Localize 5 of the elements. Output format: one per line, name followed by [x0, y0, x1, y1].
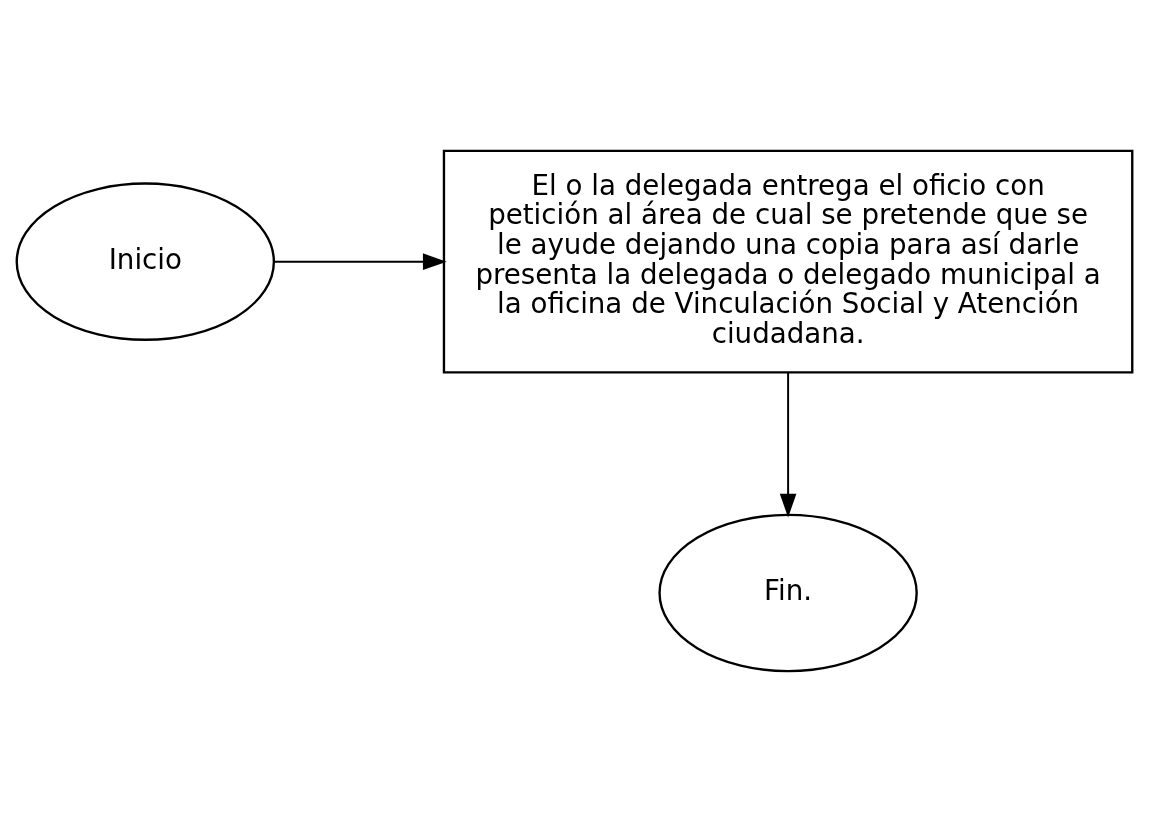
node-ellipse: Inicio: [15, 181, 276, 341]
node-ellipse: Fin.: [658, 513, 918, 672]
arrow: [779, 371, 797, 517]
node-box: El o la delegada entrega el oficio con petición al área de cual se pretende que se le ayude dejando una copia para así darle presenta la delegada o delegado municipal a la oficina de Vinculación Social y Atención ciudadana.: [442, 149, 1134, 374]
arrow: [273, 252, 447, 270]
